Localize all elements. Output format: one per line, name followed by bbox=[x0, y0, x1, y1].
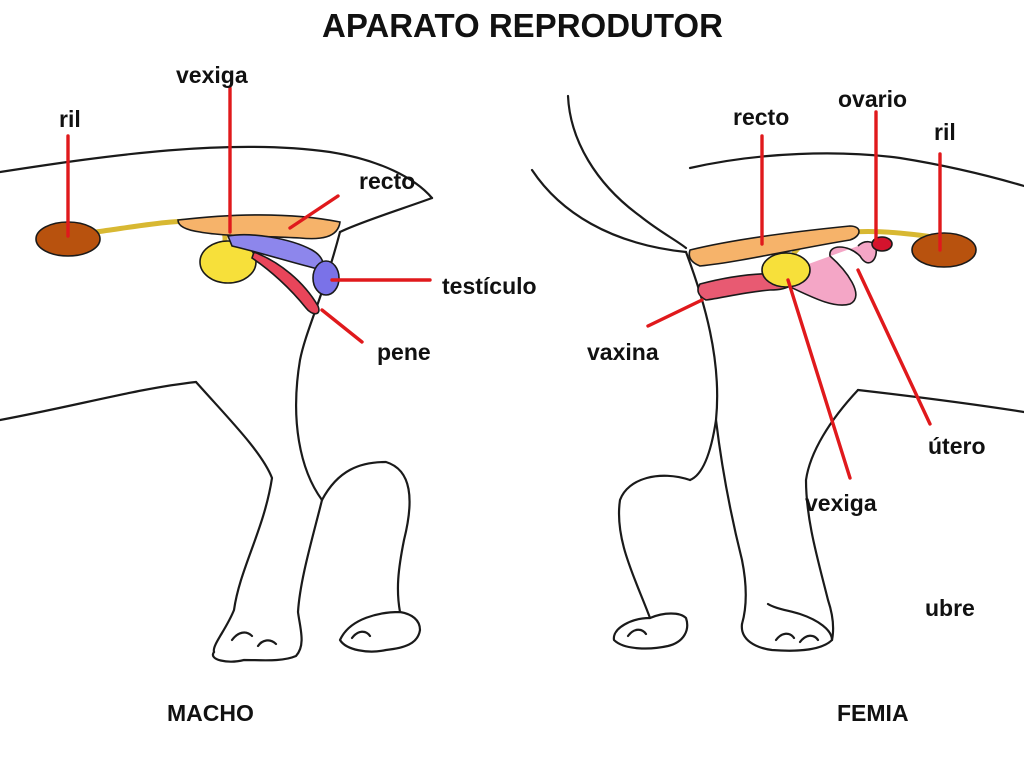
male-toe-lines bbox=[230, 630, 372, 648]
pointer-male-penis bbox=[320, 308, 364, 344]
female-back-outline bbox=[688, 152, 1024, 188]
male-pointers bbox=[66, 86, 432, 344]
label-female-rectum: recto bbox=[733, 104, 790, 130]
label-male: MACHO bbox=[167, 700, 254, 726]
female-inner-leg-outline bbox=[714, 418, 747, 626]
male-rear-leg-outline bbox=[320, 460, 411, 614]
female-pointers bbox=[646, 110, 942, 480]
female-kidney-shape bbox=[911, 232, 977, 268]
label-male-penis: pene bbox=[377, 339, 431, 365]
label-female-uterus: útero bbox=[928, 433, 986, 459]
label-female-bladder: vexiga bbox=[805, 490, 877, 516]
male-back-outline bbox=[0, 145, 434, 200]
male-organs bbox=[35, 214, 341, 315]
female-bladder-shape bbox=[761, 252, 811, 288]
label-female-ovary: ovario bbox=[838, 86, 908, 112]
label-female-kidney: ril bbox=[934, 119, 956, 145]
female-tail-under-outline bbox=[530, 168, 688, 254]
female-rear-leg-outline bbox=[617, 474, 692, 620]
male-dog bbox=[0, 145, 434, 663]
male-testicle-shape bbox=[312, 260, 340, 296]
label-male-bladder: vexiga bbox=[176, 62, 248, 88]
pointer-male-rectum bbox=[288, 194, 340, 230]
label-male-kidney: ril bbox=[59, 106, 81, 132]
male-thigh-front-outline bbox=[194, 380, 274, 654]
male-rear-paw-outline bbox=[338, 610, 422, 653]
label-female: FEMIA bbox=[837, 700, 909, 726]
female-dog bbox=[530, 94, 1024, 652]
male-penis-shape bbox=[251, 250, 320, 315]
female-organs bbox=[688, 225, 977, 306]
male-tail-outline bbox=[338, 196, 434, 234]
label-male-testicle: testículo bbox=[442, 273, 537, 299]
female-tail-outline bbox=[566, 94, 688, 250]
female-thigh-outline bbox=[804, 388, 860, 642]
page-title: APARATO REPRODUTOR bbox=[322, 7, 723, 44]
female-front-paw-outline bbox=[740, 602, 834, 652]
label-female-vagina: vaxina bbox=[587, 339, 659, 365]
pointer-female-uterus bbox=[856, 268, 932, 426]
female-rectum-shape bbox=[688, 225, 860, 267]
female-rear-paw-outline bbox=[612, 612, 689, 650]
label-female-udder: ubre bbox=[925, 595, 975, 621]
pointer-female-vagina bbox=[646, 298, 704, 328]
male-front-paw-outline bbox=[211, 498, 324, 663]
male-bladder-shape bbox=[199, 240, 257, 284]
male-belly-outline bbox=[0, 380, 198, 422]
pointer-female-bladder bbox=[786, 278, 852, 480]
female-belly-outline bbox=[856, 388, 1024, 414]
female-toe-lines bbox=[626, 628, 820, 644]
label-male-rectum: recto bbox=[359, 168, 416, 194]
